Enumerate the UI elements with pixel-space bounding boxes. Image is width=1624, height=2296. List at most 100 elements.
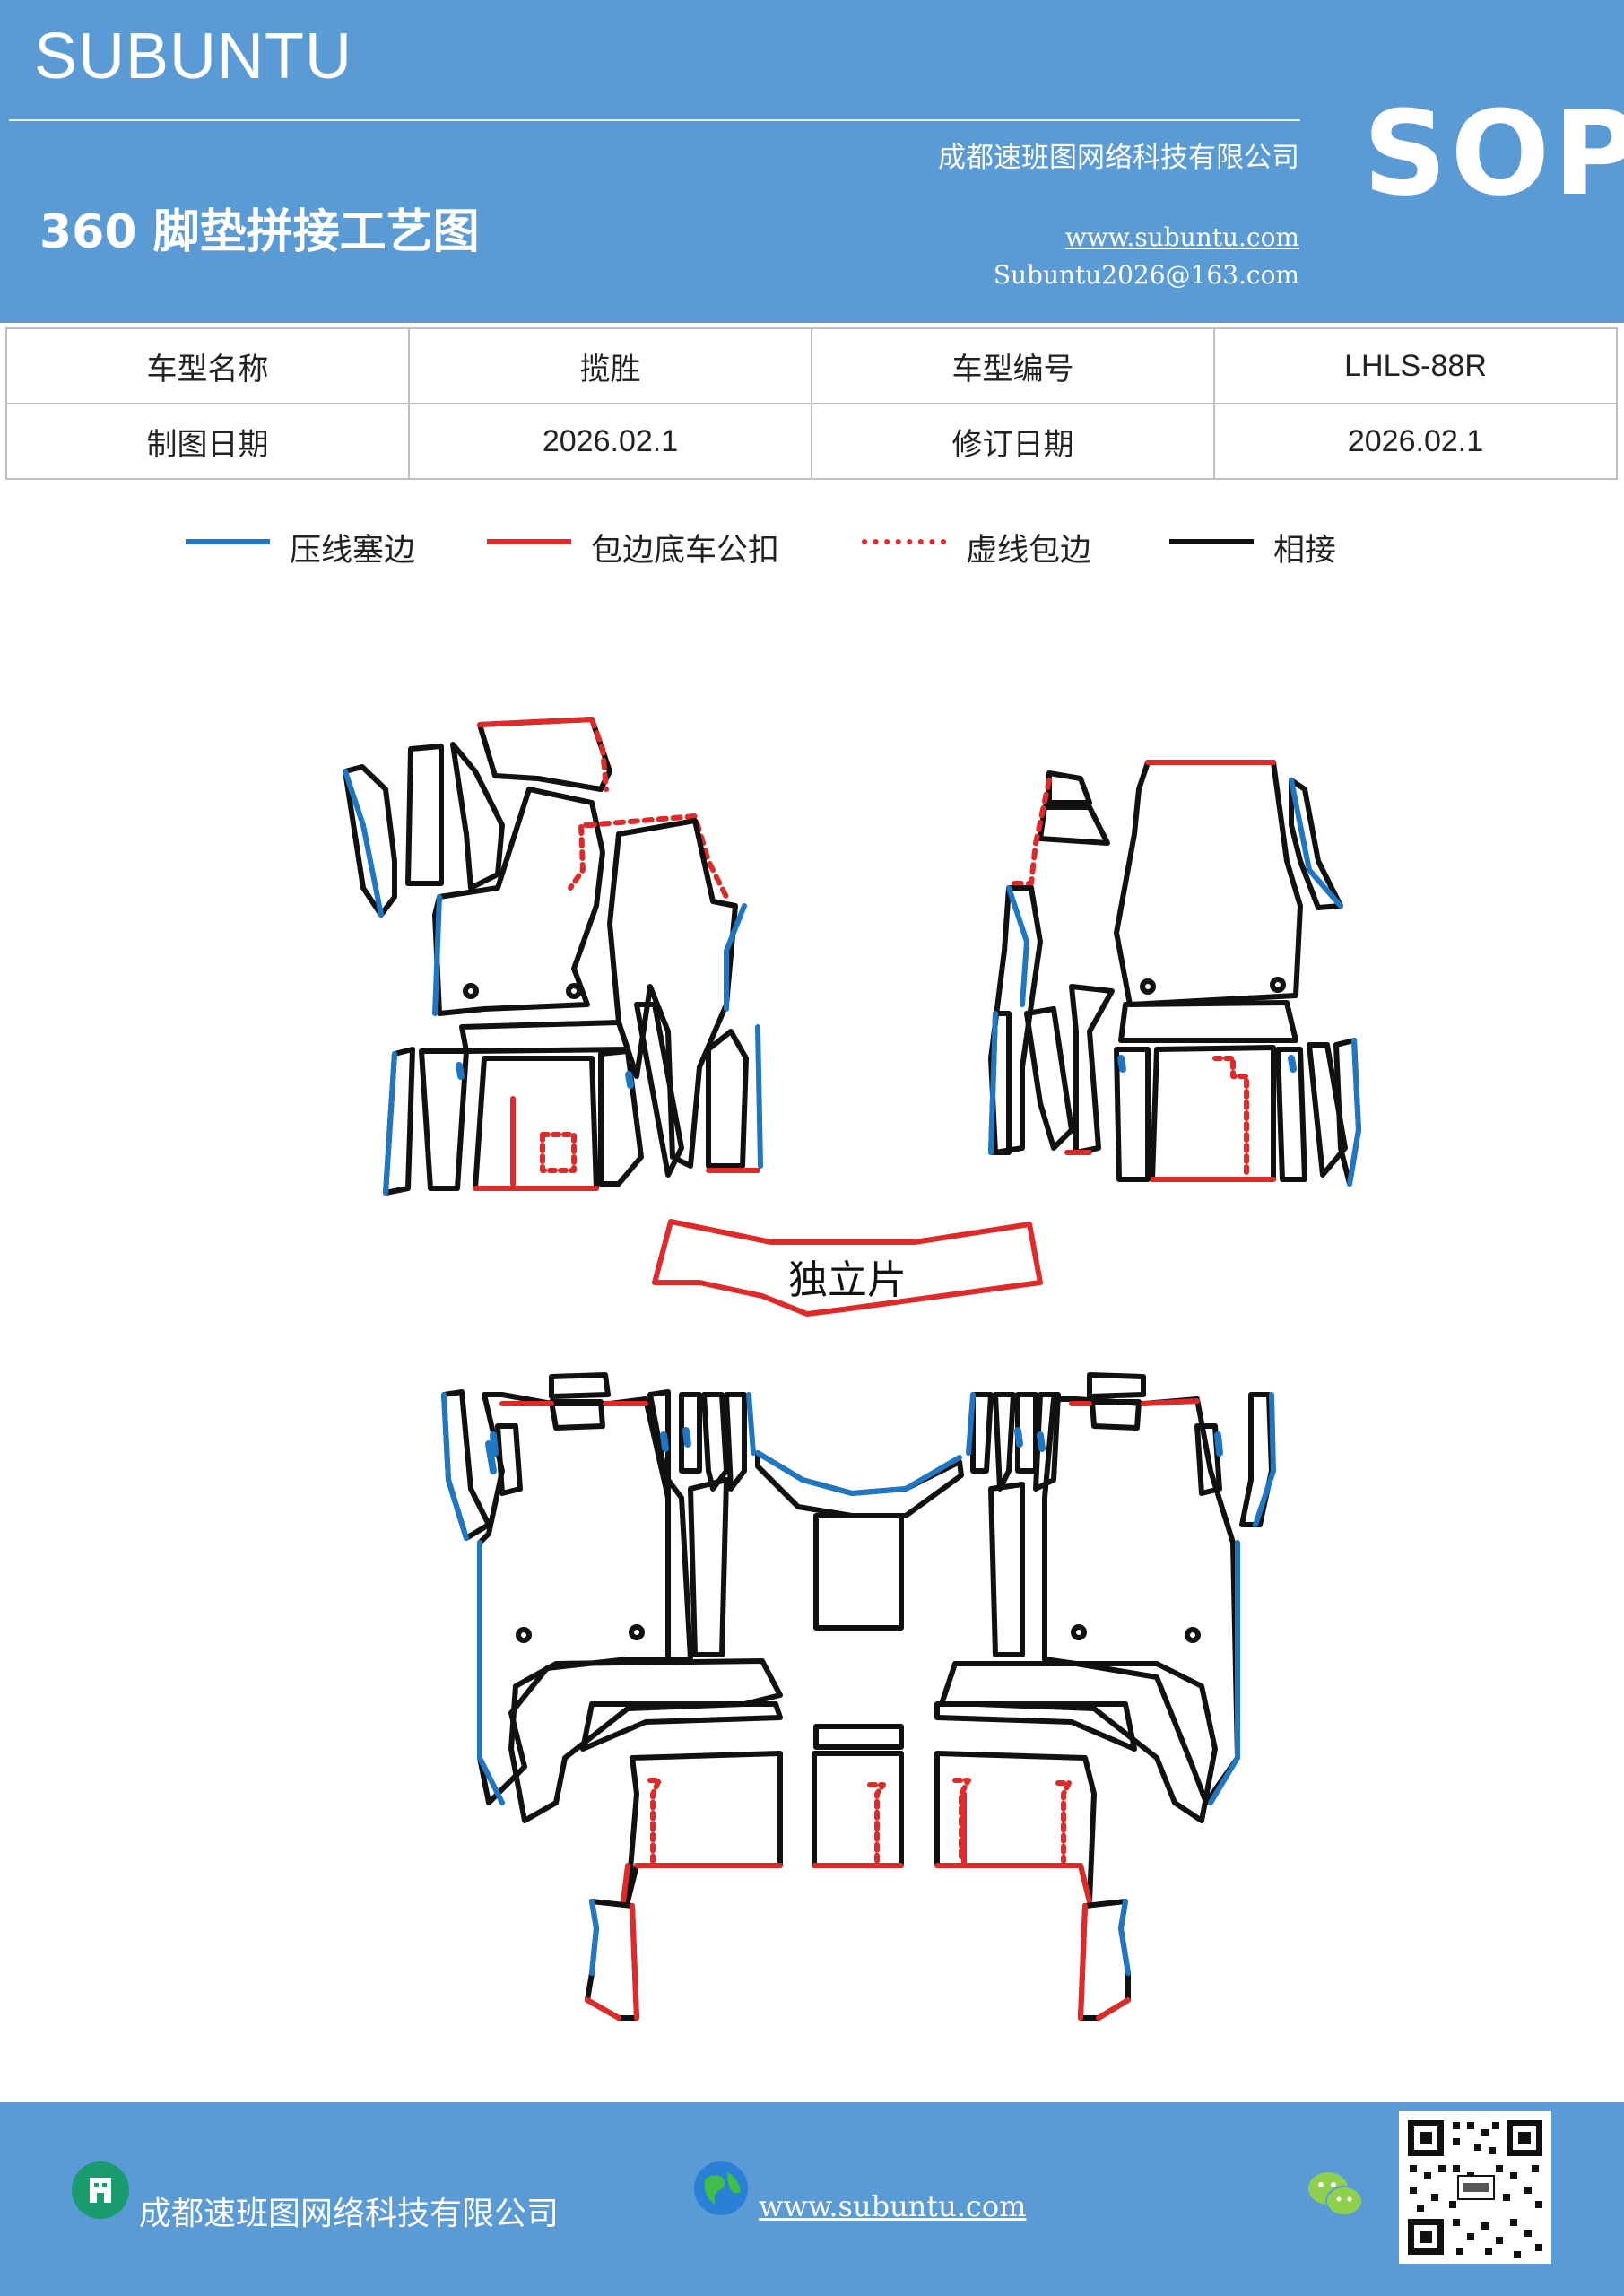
rear-left-tunnel-strip <box>679 1392 702 1474</box>
rear-right-cushion <box>939 1661 1218 1823</box>
passenger-hole <box>1270 977 1286 993</box>
passenger-dotted-edge <box>1006 778 1052 886</box>
label-model-name: 车型名称 <box>5 327 410 404</box>
line-legend: 压线塞边 包边底车公扣 虚线包边 相接 <box>0 523 1624 577</box>
passenger-right-curve <box>1307 1042 1348 1178</box>
rear-right-tunnel-blue <box>966 1392 976 1456</box>
independent-piece <box>652 1219 1043 1317</box>
rear-left-hole <box>516 1627 532 1643</box>
black-line-swatch <box>1169 539 1254 544</box>
footer-website-link[interactable]: www.subuntu.com <box>759 2189 1027 2223</box>
passenger-heel-bar <box>1118 1000 1298 1043</box>
rear-left-tunnel-strips <box>647 1389 693 1662</box>
legend-label: 虚线包边 <box>966 533 1092 569</box>
rear-left-tunnel-strip <box>724 1392 747 1492</box>
rear-right-tunnel-strip <box>993 1392 1016 1492</box>
driver-right-bar <box>598 1048 644 1187</box>
driver-pedal-panel <box>405 744 444 886</box>
driver-hole <box>566 983 582 999</box>
rear-center-strip <box>813 1724 904 1750</box>
table-row: 制图日期 2026.02.1 修订日期 2026.02.1 <box>5 403 1618 480</box>
passenger-side-blue <box>1289 778 1343 909</box>
rear-right-center-bar <box>988 1482 1025 1657</box>
value-model-name: 揽胜 <box>408 327 812 404</box>
driver-right-edge <box>706 1029 749 1169</box>
rear-left-hole <box>629 1624 645 1640</box>
qr-code <box>1399 2111 1551 2264</box>
independent-piece-outline <box>652 1219 1043 1317</box>
rear-right-cup-tab <box>1090 1399 1142 1431</box>
rear-left-foot-blue <box>589 1899 599 1976</box>
rear-right-foot-red <box>1078 1903 1131 2021</box>
passenger-left-blue <box>1006 885 1029 1007</box>
rear-right-top-red <box>1069 1398 1200 1406</box>
rear-left-clip-blue <box>490 1431 499 1457</box>
driver-rear-frame <box>473 1056 599 1191</box>
passenger-right-bar <box>1275 1047 1307 1182</box>
footer-banner: 成都速班图网络科技有限公司 www.subuntu.com <box>0 2102 1624 2296</box>
value-model-code: LHLS-88R <box>1213 327 1618 404</box>
header-divider <box>9 119 1300 121</box>
rear-right-seat-red <box>934 1863 1092 1904</box>
rear-right-mat-assembly <box>934 1372 1276 2021</box>
driver-side-strip <box>343 764 397 918</box>
rear-right-main-blue <box>1208 1540 1240 1805</box>
rear-left-foot-red <box>585 1903 639 2021</box>
header-website-link[interactable]: www.subuntu.com <box>1064 222 1299 252</box>
globe-icon <box>692 2160 750 2217</box>
rear-left-headrest-tab <box>549 1372 611 1399</box>
driver-dotted-square <box>540 1132 577 1173</box>
rear-center-block <box>812 1751 904 1868</box>
rear-center-assembly <box>755 1450 964 1868</box>
passenger-top-bar <box>1046 770 1092 805</box>
value-draw-date: 2026.02.1 <box>408 403 812 480</box>
document-title: 360 脚垫拼接工艺图 <box>39 205 480 259</box>
mat-splicing-diagram: 独立片 <box>343 717 1361 2021</box>
sop-badge: SOP <box>1363 85 1624 222</box>
rear-right-tunnel-strip <box>970 1392 994 1474</box>
passenger-side-strip <box>1289 778 1343 910</box>
driver-left-bar <box>419 1048 469 1191</box>
passenger-main-mat <box>1114 760 1303 1007</box>
driver-dotted-clip <box>568 822 595 891</box>
value-revision-date: 2026.02.1 <box>1213 403 1618 480</box>
rear-left-cushion-inner <box>580 1701 783 1752</box>
driver-main-mat <box>432 787 605 1016</box>
red-line-swatch <box>487 539 571 544</box>
rear-center-hump-blue <box>755 1450 962 1496</box>
rear-right-tunnel-strip <box>1033 1392 1061 1492</box>
rear-right-blue-tabs <box>1014 1427 1046 1452</box>
rear-left-side-strip <box>441 1389 491 1541</box>
label-revision-date: 修订日期 <box>811 403 1215 480</box>
table-row: 车型名称 揽胜 车型编号 LHLS-88R <box>5 327 1618 404</box>
driver-blue-tab <box>625 1071 634 1089</box>
rear-left-main-blue <box>477 1540 505 1805</box>
building-icon <box>72 2161 129 2219</box>
label-draw-date: 制图日期 <box>5 403 410 480</box>
driver-right-edge-blue <box>755 1024 763 1169</box>
rear-left-inner-blue <box>485 1440 497 1474</box>
legend-label: 相接 <box>1273 533 1337 569</box>
header-company: 成都速班图网络科技有限公司 <box>938 142 1299 174</box>
rear-center-hump <box>755 1450 964 1518</box>
header-banner: SUBUNTU 成都速班图网络科技有限公司 360 脚垫拼接工艺图 www.su… <box>0 0 1624 323</box>
driver-blue-tab <box>456 1062 465 1080</box>
driver-top-dotted <box>589 717 609 792</box>
rear-left-tunnel-strip <box>701 1392 729 1492</box>
passenger-left-curve <box>1069 984 1115 1155</box>
rear-right-dotted-post <box>1055 1780 1072 1864</box>
rear-left-blue-tabs <box>660 1427 691 1452</box>
rear-left-clip-bar <box>495 1423 523 1496</box>
rear-right-side-strip <box>1239 1392 1274 1527</box>
passenger-leftmost-blue <box>988 1011 998 1155</box>
passenger-left-inner <box>1024 1006 1074 1151</box>
driver-right-curve <box>634 1002 684 1178</box>
brand-name: SUBUNTU <box>34 21 353 92</box>
independent-piece-label: 独立片 <box>788 1257 907 1303</box>
passenger-rear-frame <box>1150 1045 1276 1182</box>
driver-main-blue-edge <box>432 894 442 1016</box>
footer-company: 成都速班图网络科技有限公司 <box>139 2196 560 2232</box>
blue-line-swatch <box>186 539 270 544</box>
driver-mat-assembly <box>343 717 763 1196</box>
wechat-icon <box>1305 2167 1364 2221</box>
